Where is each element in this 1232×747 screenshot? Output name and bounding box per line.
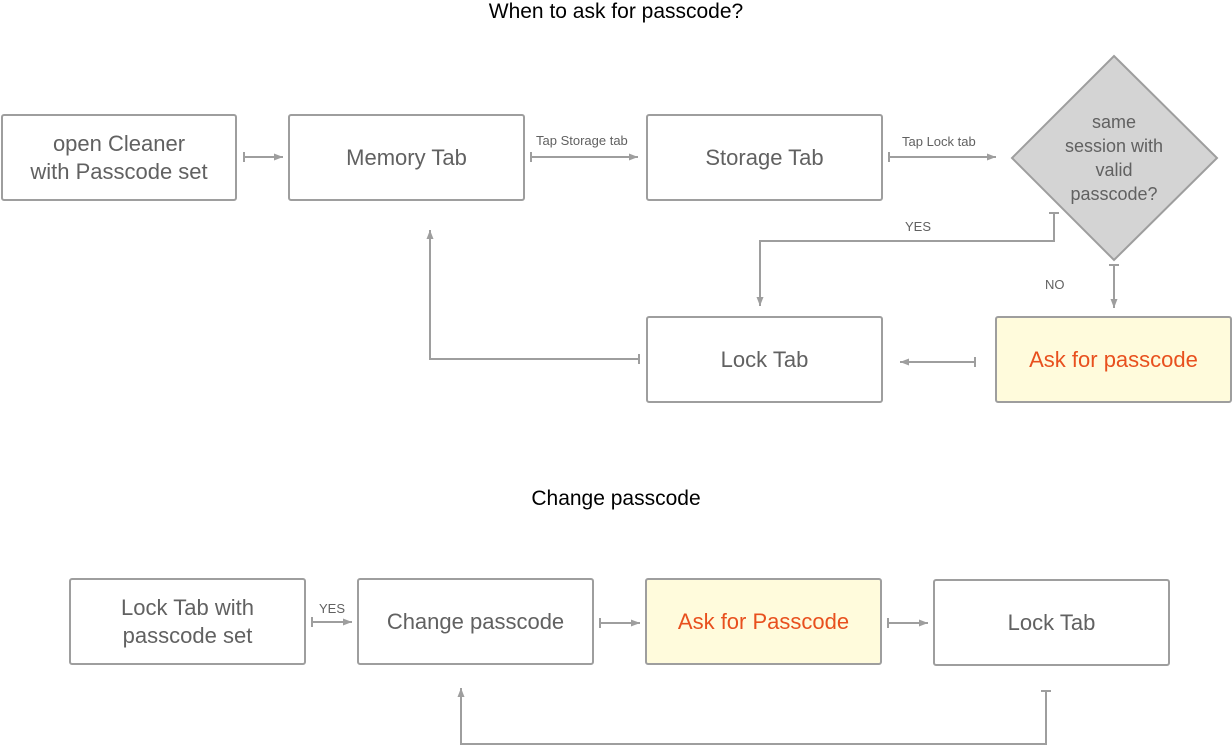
decision-label: same session with valid passcode? <box>1064 112 1164 204</box>
decision-diamond <box>1010 54 1219 262</box>
node-open-cleaner: open Cleaner with Passcode set <box>1 114 237 201</box>
edge-label-tap-lock: Tap Lock tab <box>902 134 976 149</box>
node-lock-tab-with-passcode: Lock Tab with passcode set <box>69 578 306 665</box>
node-lock-tab-top: Lock Tab <box>646 316 883 403</box>
edge-lock-to-memory <box>426 230 639 360</box>
edge-label-no-top: NO <box>1045 277 1065 292</box>
node-ask-passcode-top: Ask for passcode <box>995 316 1232 403</box>
edge-label-yes-bottom: YES <box>319 601 346 616</box>
node-memory-tab: Memory Tab <box>288 114 525 201</box>
node-ask-passcode-bottom: Ask for Passcode <box>645 578 882 665</box>
edge-label-yes-top: YES <box>905 219 932 234</box>
diagram-title-top: When to ask for passcode? <box>488 0 744 23</box>
diagram-title-bottom: Change passcode <box>531 487 701 510</box>
node-lock-tab-bottom: Lock Tab <box>933 579 1170 666</box>
edge-loop-back <box>457 688 1047 745</box>
node-change-passcode: Change passcode <box>357 578 594 665</box>
edge-decision-yes <box>756 213 1055 306</box>
edge-label-tap-storage: Tap Storage tab <box>536 133 628 148</box>
node-storage-tab: Storage Tab <box>646 114 883 201</box>
